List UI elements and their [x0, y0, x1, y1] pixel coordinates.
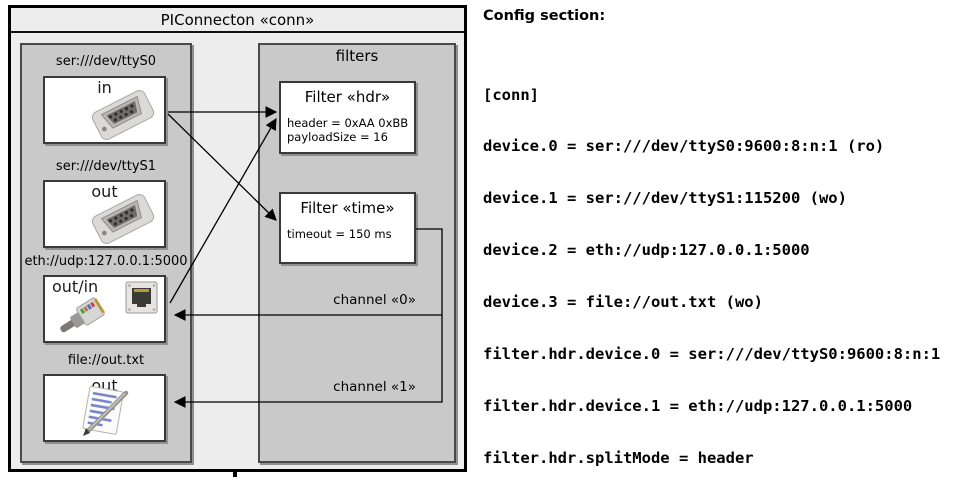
ethernet-plug-icon: [60, 297, 105, 333]
config-line: filter.hdr.device.0 = ser:///dev/ttyS0:9…: [483, 345, 941, 364]
filter-hdr-attr-payloadsize: payloadSize = 16: [287, 130, 388, 144]
config-line: [conn]: [483, 85, 539, 104]
port-direction-label: out/in: [52, 277, 99, 296]
device-box-ttys1: out: [43, 180, 166, 248]
bottom-tick-mark: [233, 471, 237, 477]
config-line: filter.hdr.device.1 = eth://udp:127.0.0.…: [483, 396, 913, 415]
config-line: filter.hdr.splitMode = header: [483, 448, 754, 467]
filter-hdr-title: Filter «hdr»: [304, 88, 391, 106]
filter-hdr-attr-header: header = 0xAA 0xBB: [287, 116, 409, 130]
device-label-ttys0: ser:///dev/ttyS0: [55, 54, 157, 69]
config-line: device.0 = ser:///dev/ttyS0:9600:8:n:1 (…: [483, 137, 885, 156]
config-code-block: [conn] device.0 = ser:///dev/ttyS0:9600:…: [483, 52, 950, 484]
filters-panel: filters Filter «hdr» header = 0xAA 0xBB …: [258, 43, 456, 463]
config-line: device.2 = eth://udp:127.0.0.1:5000: [483, 241, 810, 260]
channel-0-label: channel «0»: [333, 292, 416, 308]
device-label-ttys1: ser:///dev/ttyS1: [55, 159, 157, 174]
notepad-pen-icon: [82, 386, 129, 436]
diagram-title: PIConnecton «conn»: [11, 8, 464, 33]
device-box-ttys0: in: [43, 76, 166, 144]
port-direction-label: in: [97, 78, 112, 97]
config-line: device.3 = file://out.txt (wo): [483, 293, 763, 312]
filter-time-attr-timeout: timeout = 150 ms: [287, 227, 392, 241]
connector-diagram: PIConnecton «conn» ser:///dev/ttyS0 in: [8, 5, 467, 472]
serial-connector-icon: [91, 194, 155, 244]
config-line: device.1 = ser:///dev/ttyS1:115200 (wo): [483, 189, 847, 208]
devices-panel: ser:///dev/ttyS0 in ser: [20, 43, 192, 463]
device-label-eth: eth://udp:127.0.0.1:5000: [24, 254, 188, 269]
device-label-file: file://out.txt: [67, 353, 145, 368]
channel-1-label: channel «1»: [333, 379, 416, 395]
ethernet-port-icon: [125, 281, 158, 314]
filters-panel-title: filters: [335, 47, 379, 65]
filter-time-box: Filter «time» timeout = 150 ms: [279, 192, 416, 264]
config-section-heading: Config section:: [483, 8, 606, 24]
filter-time-title: Filter «time»: [300, 199, 395, 217]
device-box-eth: out/in: [43, 275, 166, 343]
port-direction-label: out: [91, 182, 118, 201]
device-box-file: out: [43, 374, 166, 442]
filter-hdr-box: Filter «hdr» header = 0xAA 0xBB payloadS…: [279, 81, 416, 154]
serial-connector-icon: [91, 90, 155, 140]
